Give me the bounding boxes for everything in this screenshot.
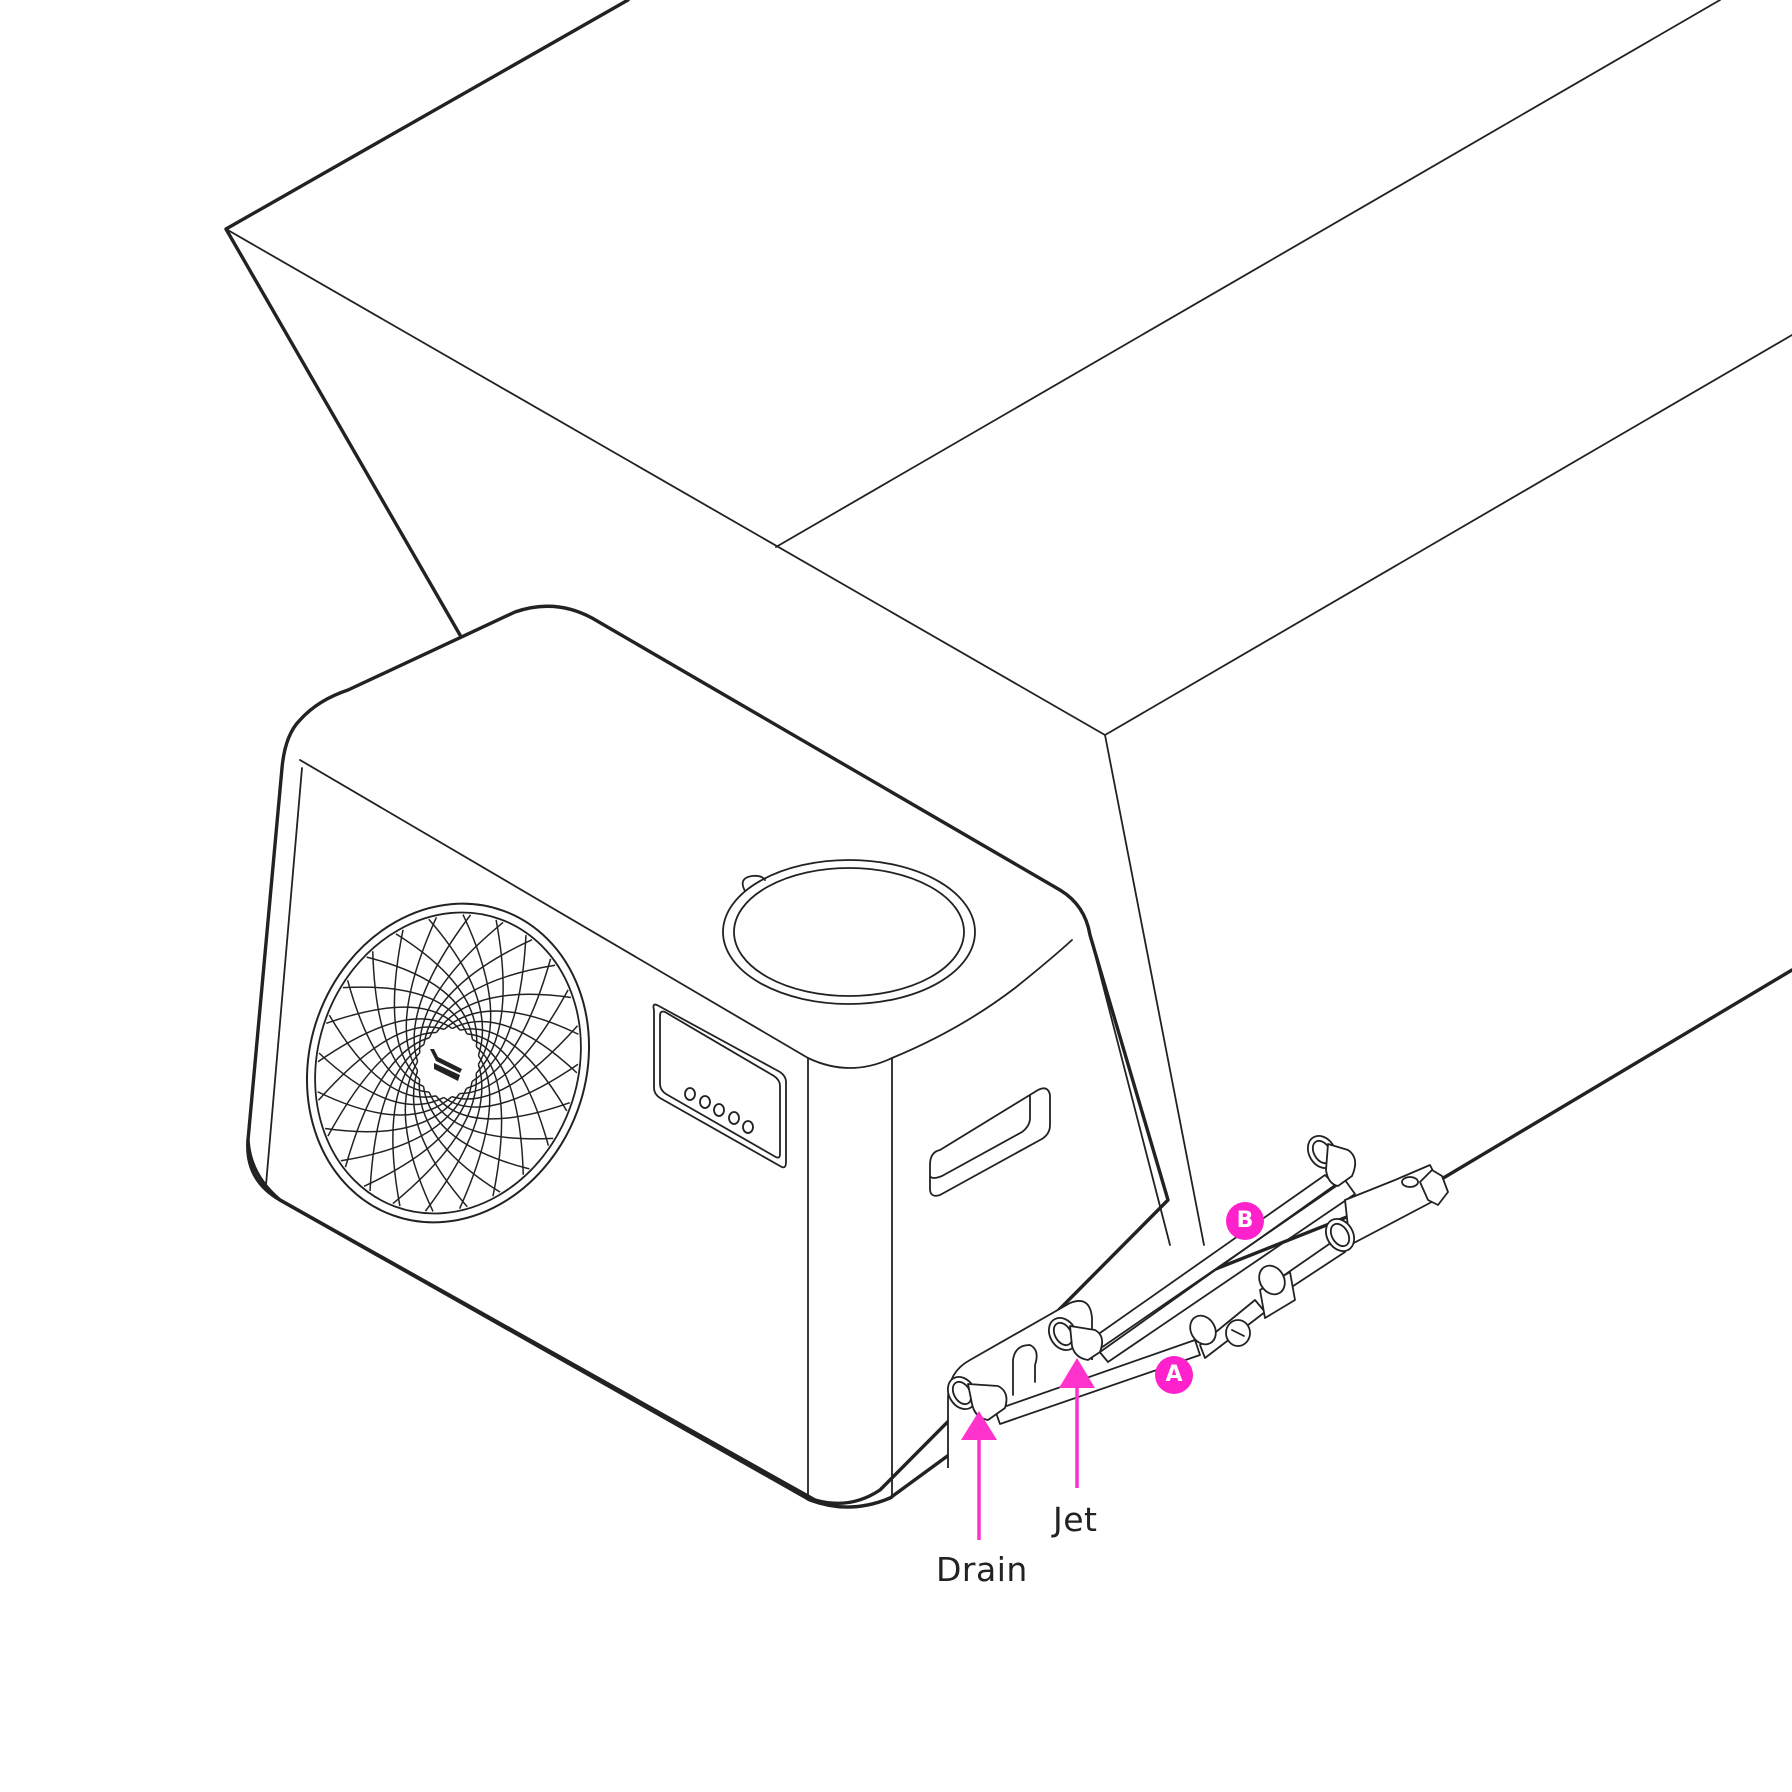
hose-b-coupler-top: [1306, 1135, 1357, 1187]
side-handle: [929, 1087, 1051, 1197]
tee-coupler: [1324, 1218, 1356, 1252]
top-vent: [722, 859, 976, 1005]
drain-pointer-arrow: [961, 1411, 997, 1540]
logo-icon: [430, 1049, 462, 1081]
spa-tub: [224, 0, 1792, 1282]
heat-pump: [246, 604, 1190, 1509]
jet-pointer-arrow: [1059, 1358, 1095, 1488]
jet-connector: [1047, 1317, 1104, 1361]
plumbing: [946, 1135, 1449, 1425]
badge-b: B: [1226, 1202, 1264, 1240]
jet-label: Jet: [1053, 1500, 1098, 1539]
control-panel: [652, 1003, 787, 1169]
control-buttons: [684, 1087, 754, 1134]
badge-a: A: [1155, 1356, 1193, 1394]
hose-a-coupler: [1189, 1314, 1251, 1347]
fan-grille: [305, 902, 591, 1224]
drain-label: Drain: [936, 1550, 1028, 1589]
drain-connector: [946, 1376, 1008, 1421]
valve-coupler: [1258, 1264, 1286, 1296]
